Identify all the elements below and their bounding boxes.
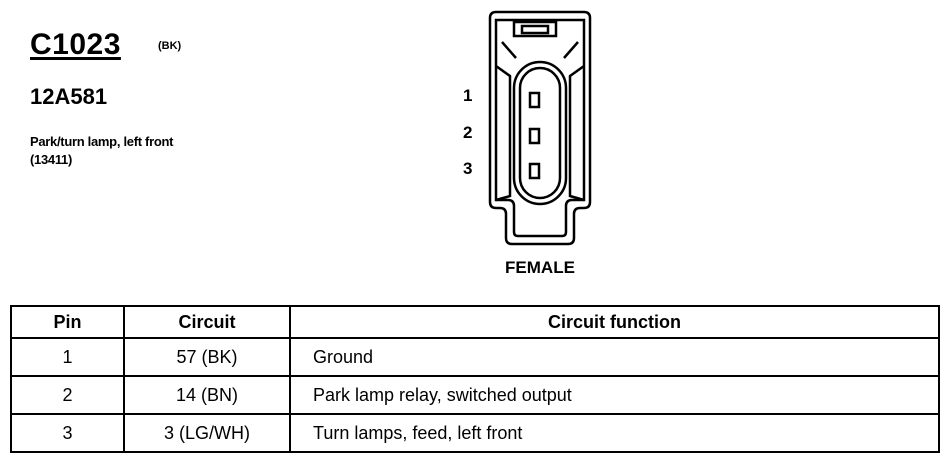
header-pin: Pin <box>10 305 125 339</box>
cell-pin: 2 <box>10 375 125 415</box>
pin-label-3: 3 <box>463 159 473 178</box>
connector-face-drawing <box>488 10 592 246</box>
cell-pin: 3 <box>10 413 125 453</box>
cell-function: Turn lamps, feed, left front <box>289 413 940 453</box>
cell-pin: 1 <box>10 337 125 377</box>
table-header-row: Pin Circuit Circuit function <box>10 305 940 339</box>
cell-function: Ground <box>289 337 940 377</box>
color-code: (BK) <box>158 40 182 52</box>
pin-label-2: 2 <box>463 123 473 142</box>
pin-cavity-2 <box>528 127 541 145</box>
cell-circuit: 14 (BN) <box>123 375 291 415</box>
pin-cavity-3 <box>528 162 541 180</box>
pinout-table: Pin Circuit Circuit function 1 57 (BK) G… <box>10 305 940 453</box>
header-circuit: Circuit <box>123 305 291 339</box>
connector-gender: FEMALE <box>505 258 575 277</box>
connector-description: Park/turn lamp, left front (13411) <box>30 134 174 167</box>
part-number: 12A581 <box>30 84 108 109</box>
table-row: 1 57 (BK) Ground <box>10 337 940 377</box>
table-row: 3 3 (LG/WH) Turn lamps, feed, left front <box>10 413 940 453</box>
pin-label-1: 1 <box>463 86 473 105</box>
cell-function: Park lamp relay, switched output <box>289 375 940 415</box>
table-row: 2 14 (BN) Park lamp relay, switched outp… <box>10 375 940 415</box>
connector-id: C1023 <box>30 28 121 61</box>
header-circuit-function: Circuit function <box>289 305 940 339</box>
cell-circuit: 57 (BK) <box>123 337 291 377</box>
cell-circuit: 3 (LG/WH) <box>123 413 291 453</box>
pin-cavity-1 <box>528 91 541 109</box>
